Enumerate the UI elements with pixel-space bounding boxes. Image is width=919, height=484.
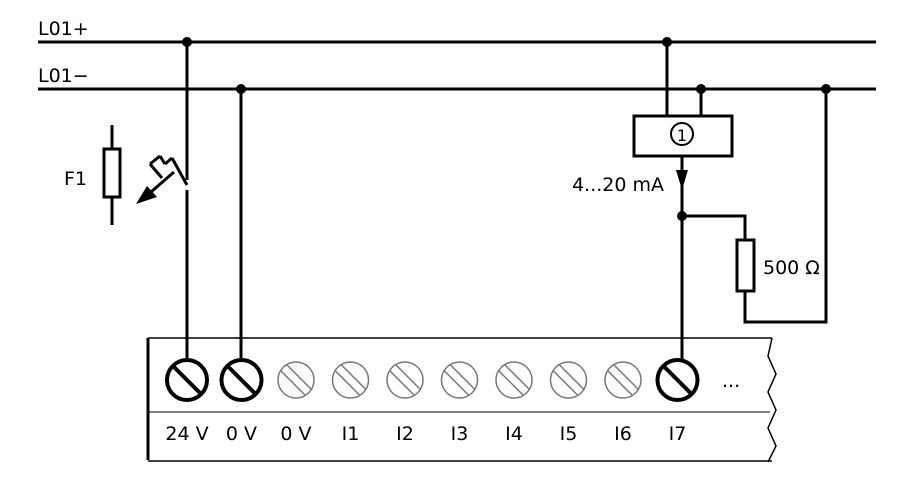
resistor-label: 500 Ω <box>763 257 820 279</box>
terminal-label: I5 <box>560 423 578 445</box>
terminal-label: 0 V <box>226 423 257 445</box>
rail-negative-label: L01− <box>38 65 89 87</box>
sensor-label: 1 <box>677 126 687 145</box>
terminal-row <box>165 358 700 402</box>
breaker-switch <box>148 42 189 366</box>
terminal-label: 0 V <box>280 423 311 445</box>
fuse-label: F1 <box>64 168 87 190</box>
terminal-label-row: 24 V 0 V 0 V I1 I2 I3 I4 I5 I6 I7 <box>165 423 686 445</box>
terminal-screw-icon <box>277 361 315 399</box>
terminal-label: I7 <box>669 423 687 445</box>
fuse-icon <box>102 125 122 225</box>
terminal-screw-icon <box>440 361 479 399</box>
terminal-screw-icon <box>549 361 588 399</box>
terminal-label: I3 <box>451 423 469 445</box>
rail-positive-label: L01+ <box>38 18 89 40</box>
arrow-icon <box>136 170 175 204</box>
terminal-label: I2 <box>396 423 414 445</box>
terminal-screw-icon <box>331 361 370 399</box>
terminal-screw-icon <box>165 358 209 402</box>
resistor-loop <box>682 89 828 324</box>
terminal-screw-icon <box>655 358 700 402</box>
current-label: 4...20 mA <box>572 174 664 196</box>
more-terminals-indicator: ... <box>722 370 740 392</box>
terminal-label: I1 <box>342 423 360 445</box>
current-arrow-icon <box>676 170 688 190</box>
terminal-screw-icon <box>219 358 264 402</box>
terminal-label: I4 <box>505 423 523 445</box>
terminal-screw-icon <box>495 361 533 399</box>
terminal-label: 24 V <box>165 423 208 445</box>
terminal-block <box>146 337 777 463</box>
terminal-screw-icon <box>386 361 424 399</box>
terminal-screw-icon <box>604 361 642 399</box>
terminal-label: I6 <box>614 423 632 445</box>
